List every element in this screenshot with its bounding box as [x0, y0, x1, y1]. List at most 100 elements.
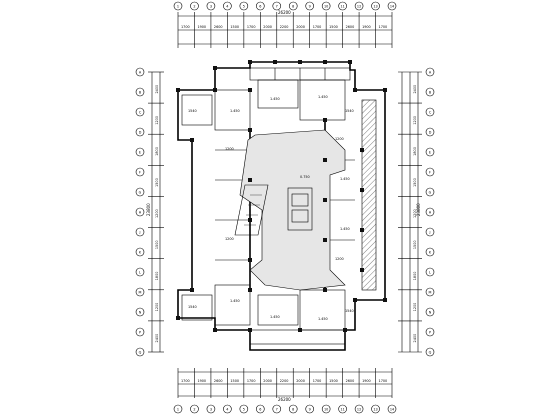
axis-label-bottom: 13 — [373, 407, 377, 411]
column — [360, 228, 364, 232]
axis-bubble-bottom — [190, 404, 199, 414]
right-dim-value: 1500 — [413, 240, 417, 249]
elevation-label: 1.450 — [230, 109, 240, 113]
axis-bubble-right — [425, 207, 435, 217]
left-dim-value: 1500 — [155, 178, 159, 187]
top-dim-value: 2000 — [263, 25, 272, 29]
axis-bubble-left — [135, 287, 145, 297]
dimension-label: 1200 — [225, 237, 234, 241]
column — [190, 138, 194, 142]
axis-bubble-right — [425, 307, 435, 317]
top-dim-value: 1900 — [197, 25, 206, 29]
axis-bubble-right — [425, 107, 435, 117]
top-dim-value: 1700 — [181, 25, 190, 29]
left-dim-value: 1200 — [155, 116, 159, 125]
right-dim-value: 1200 — [413, 303, 417, 312]
top-dim-value: 2200 — [280, 25, 289, 29]
right-dim-value: 1800 — [413, 147, 417, 156]
axis-label-bottom: 6 — [259, 407, 261, 411]
axis-bubble-left — [135, 307, 145, 317]
axis-bubble-left — [135, 167, 145, 177]
axis-bubble-right — [425, 267, 435, 277]
dimension-label: 1200 — [335, 257, 344, 261]
left-dim-value: 1800 — [155, 272, 159, 281]
axis-label-left: E — [139, 150, 141, 154]
bottom-dim-value: 2600 — [214, 379, 223, 383]
axis-label-right: A — [429, 70, 432, 74]
right-dim-value: 2400 — [413, 334, 417, 343]
column — [353, 298, 357, 302]
axis-bubble-left — [135, 267, 145, 277]
elevator-core — [287, 187, 313, 231]
elevation-label: 1.450 — [230, 299, 240, 303]
axis-label-top: 3 — [210, 4, 212, 8]
axis-label-right: Q — [429, 350, 432, 354]
column — [323, 118, 327, 122]
bottom-dim-value: 1500 — [329, 379, 338, 383]
axis-bubble-top — [206, 1, 216, 11]
bottom-dim-value: 1700 — [379, 379, 388, 383]
axis-bubble-bottom — [256, 404, 265, 414]
axis-label-top: 6 — [259, 4, 261, 8]
axis-label-right: F — [429, 170, 431, 174]
bottom-total-dim: 26200 — [278, 397, 291, 402]
right-dim-value: 1200 — [413, 116, 417, 125]
elevation-label: 1.450 — [270, 97, 280, 101]
axis-bubble-top — [223, 1, 232, 11]
axis-bubble-bottom — [305, 404, 314, 414]
axis-bubble-left — [135, 107, 145, 117]
axis-bubble-right — [425, 67, 435, 77]
axis-bubble-top — [190, 1, 199, 11]
top-dim-value: 2000 — [296, 25, 305, 29]
column — [248, 178, 252, 182]
right-total-dim: 23800 — [416, 203, 421, 216]
axis-label-left: P — [139, 330, 141, 334]
column — [248, 88, 252, 92]
axis-bubble-right — [425, 167, 435, 177]
axis-label-top: 4 — [226, 4, 228, 8]
axis-label-left: K — [139, 250, 142, 254]
axis-bubble-bottom — [387, 404, 397, 414]
elevation-label: 1.450 — [270, 315, 280, 319]
column — [383, 298, 387, 302]
bottom-dim-value: 1700 — [247, 379, 256, 383]
column — [190, 288, 194, 292]
bottom-dim-value: 2200 — [280, 379, 289, 383]
column — [176, 316, 180, 320]
column — [323, 198, 327, 202]
dimension-label: 1200 — [335, 137, 344, 141]
column — [360, 148, 364, 152]
axis-bubble-bottom — [206, 404, 216, 414]
axis-bubble-left — [135, 187, 145, 197]
bottom-dim-value: 1500 — [230, 379, 239, 383]
axis-bubble-bottom — [239, 404, 249, 414]
axis-bubble-right — [425, 327, 435, 337]
left-dim-value: 2400 — [155, 85, 159, 94]
left-dim-value: 2400 — [155, 334, 159, 343]
axis-label-left: D — [139, 130, 142, 134]
axis-label-left: Q — [139, 350, 142, 354]
axis-bubble-top — [305, 1, 314, 11]
dimension-label: 1200 — [225, 147, 234, 151]
axis-label-bottom: 7 — [276, 407, 278, 411]
axis-label-top: 1 — [177, 4, 179, 8]
axis-label-bottom: 11 — [340, 407, 344, 411]
axis-bubble-top — [321, 1, 331, 11]
right-dim-value: 1800 — [413, 272, 417, 281]
axis-bubble-left — [135, 147, 145, 157]
axis-bubble-left — [135, 67, 145, 77]
axis-label-right: G — [429, 190, 432, 194]
axis-label-right: N — [429, 310, 432, 314]
axis-bubble-top — [173, 1, 183, 11]
axis-bubble-left — [135, 207, 145, 217]
top-dim-value: 1900 — [362, 25, 371, 29]
column — [323, 288, 327, 292]
column — [360, 188, 364, 192]
bottom-dim-value: 1900 — [362, 379, 371, 383]
column — [248, 218, 252, 222]
column — [298, 328, 302, 332]
